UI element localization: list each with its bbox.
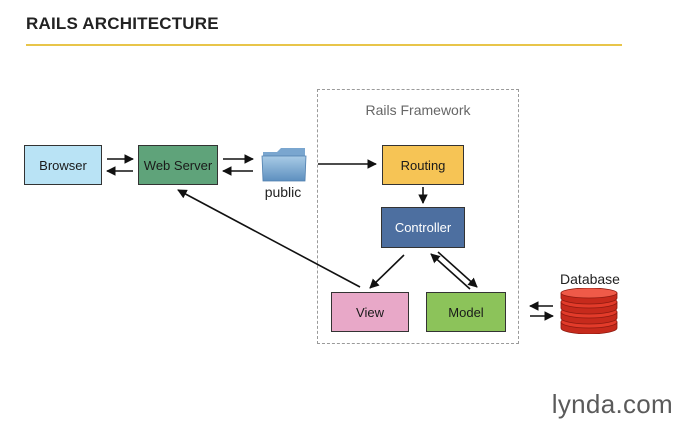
model-label: Model (448, 304, 484, 320)
web-server-label: Web Server (143, 157, 213, 173)
model-node: Model (426, 292, 506, 332)
view-label: View (356, 304, 384, 320)
controller-node: Controller (381, 207, 465, 248)
view-node: View (331, 292, 409, 332)
page-title: RAILS ARCHITECTURE (26, 14, 219, 33)
web-server-node: Web Server (138, 145, 218, 185)
rails-framework-label: Rails Framework (365, 102, 471, 118)
browser-node: Browser (24, 145, 102, 185)
folder-icon (261, 148, 307, 182)
brand-logo: lynda.com (551, 389, 673, 419)
title-divider (26, 44, 622, 46)
public-label: public (264, 184, 302, 200)
browser-label: Browser (39, 157, 87, 173)
controller-label: Controller (394, 220, 452, 235)
database-icon (560, 288, 618, 334)
routing-label: Routing (400, 157, 446, 173)
routing-node: Routing (382, 145, 464, 185)
database-label: Database (560, 271, 620, 287)
